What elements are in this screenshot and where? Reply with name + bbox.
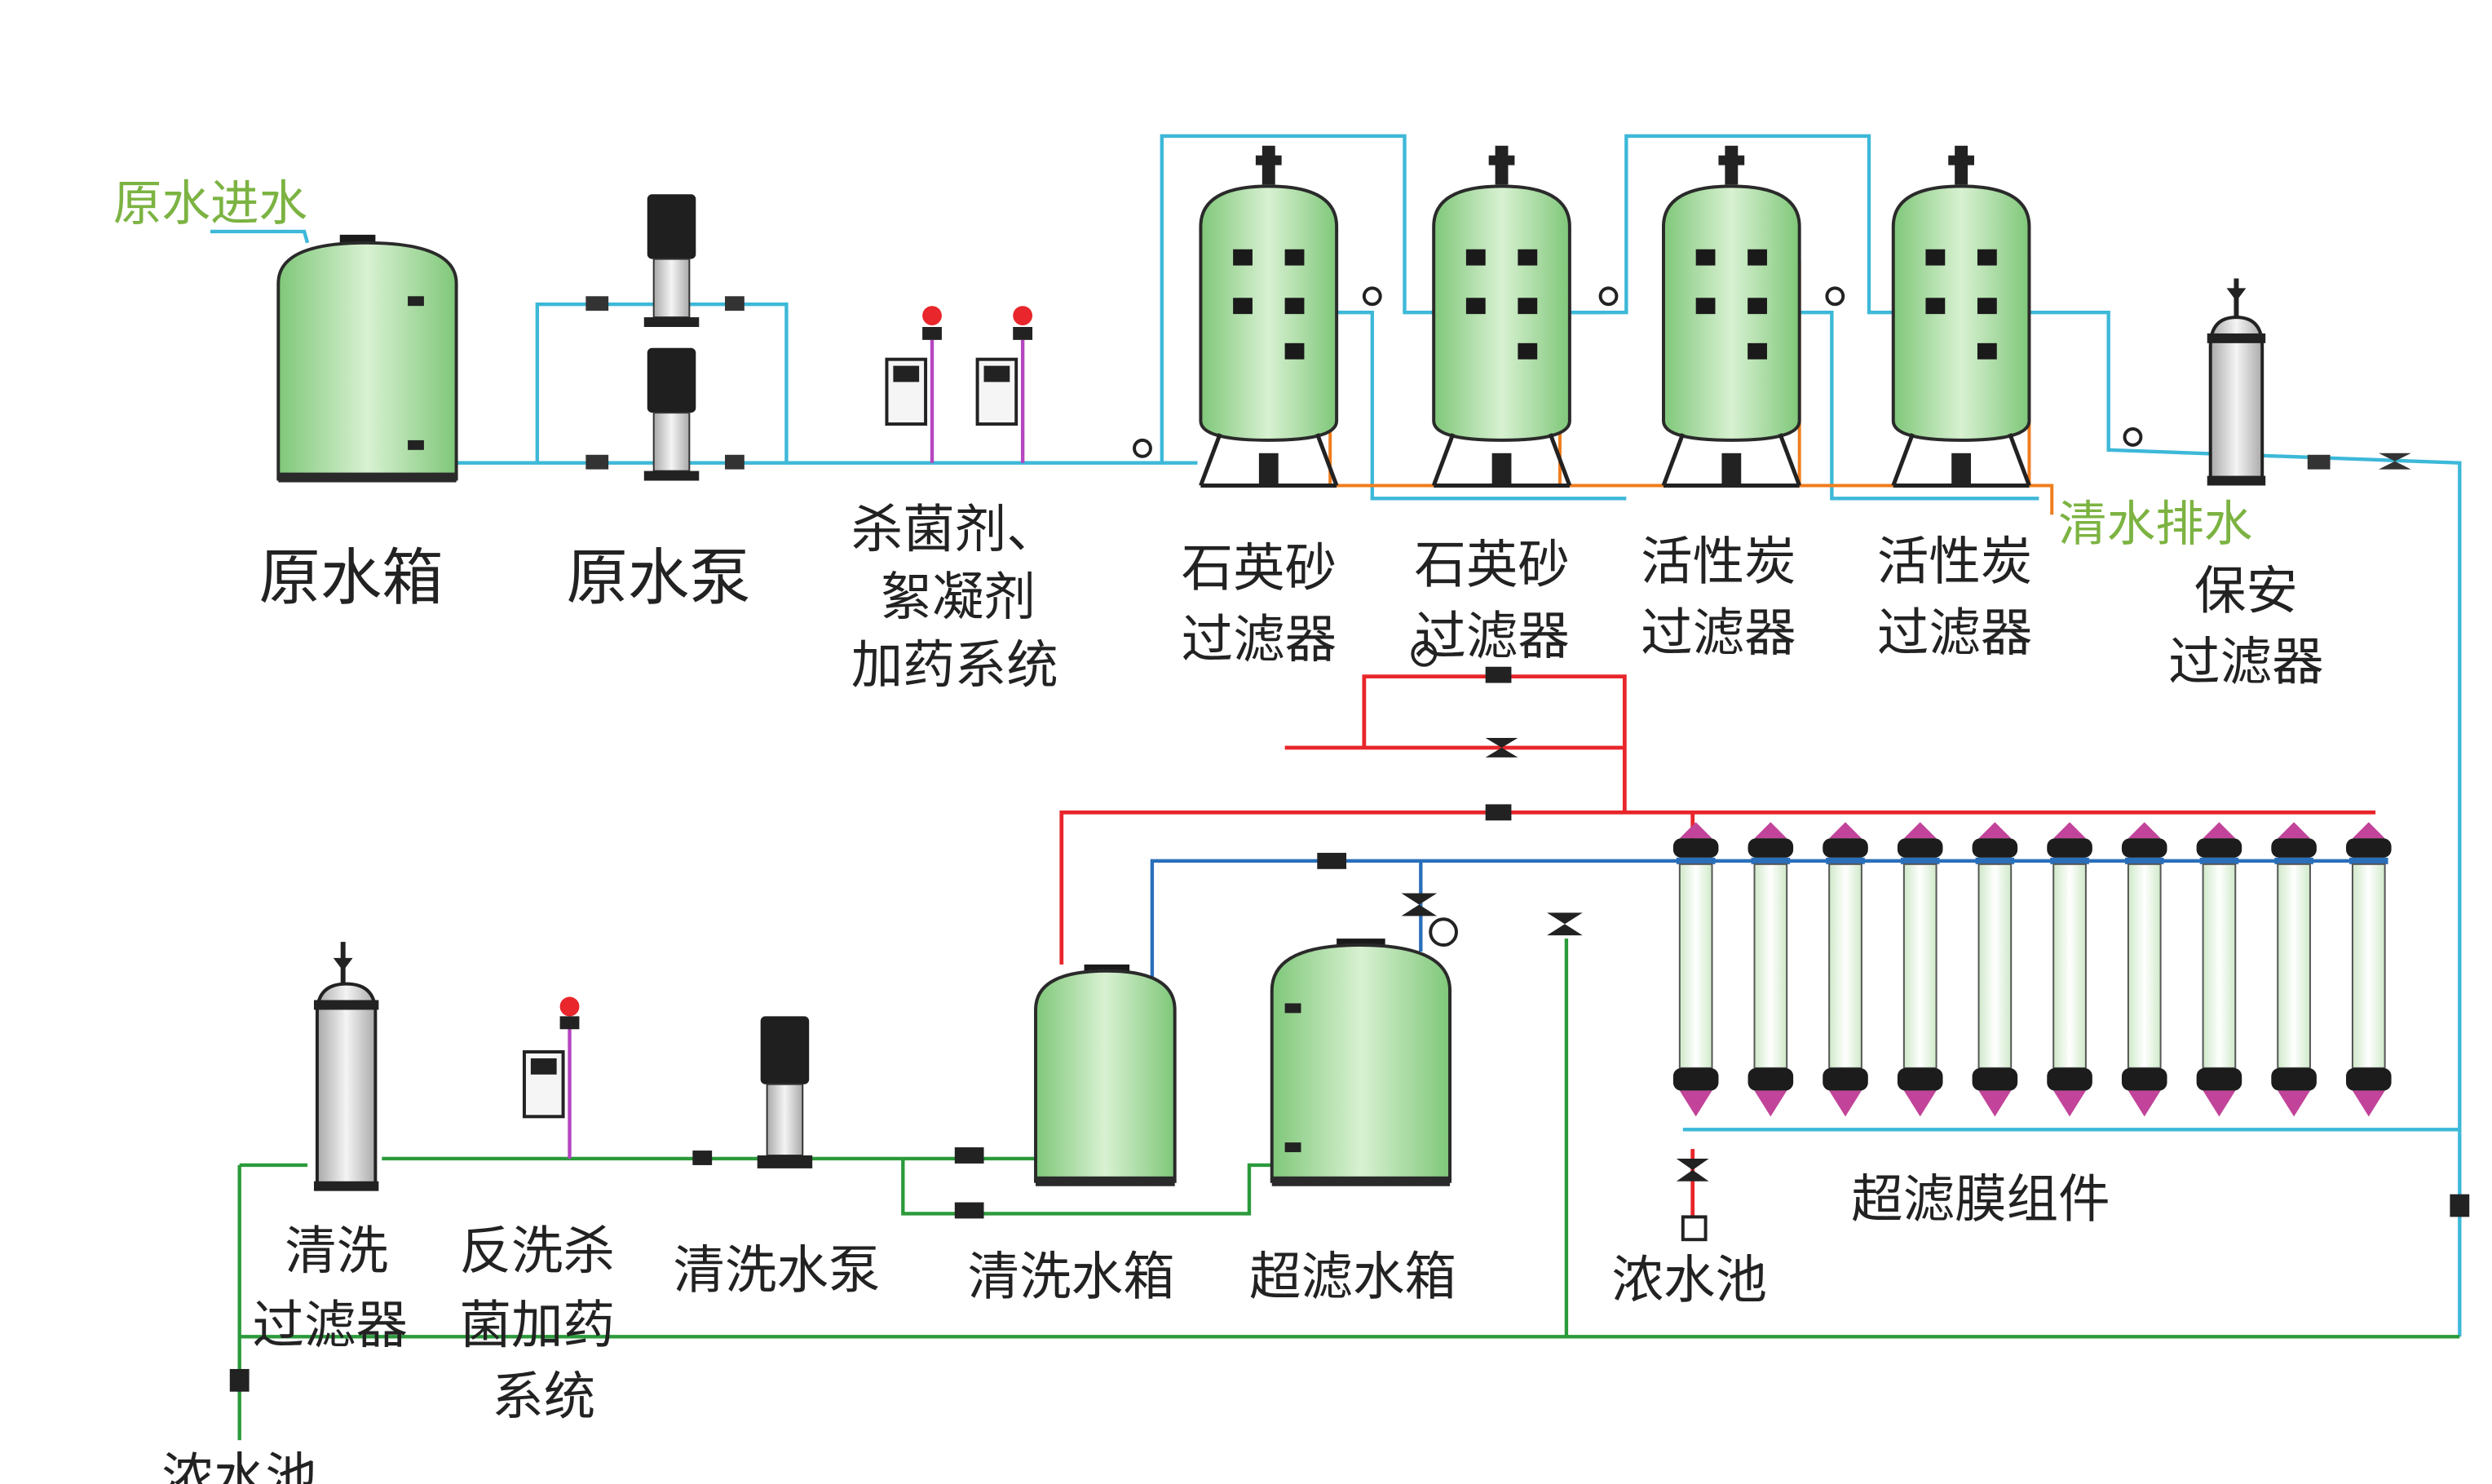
- backwash-label-c: 系统: [492, 1367, 595, 1427]
- carbon-filter-1-label-b: 过滤器: [1641, 603, 1796, 663]
- dosing-label-1: 杀菌剂、: [851, 499, 1058, 559]
- uf-membrane-icon: [1972, 822, 2018, 1117]
- quartz-filter-1-label-a: 石英砂: [1182, 538, 1337, 598]
- security-filter-label-b: 过滤器: [2168, 632, 2324, 692]
- pump-icon: [643, 194, 700, 327]
- dosing-label-2: 絮凝剂: [881, 567, 1036, 627]
- raw-pump-label: 原水泵: [567, 541, 751, 613]
- carbon-filter-1-label-a: 活性炭: [1641, 532, 1796, 592]
- gauge-icon: [1362, 286, 2143, 447]
- filter-vessel-icon: [1199, 145, 1339, 488]
- clear-drain-label: 清水排水: [2058, 497, 2252, 553]
- dosing-lines: [568, 339, 1025, 1159]
- dosing-label-3: 加药系统: [851, 635, 1058, 696]
- cleaning-pump: [757, 1016, 813, 1168]
- raw-tank-label: 原水箱: [259, 541, 444, 613]
- media-filters: [1199, 145, 2143, 488]
- backwash-label-b: 菌加药: [460, 1295, 616, 1355]
- uf-membrane-icon: [2196, 822, 2242, 1117]
- carbon-filter-2-label-a: 活性炭: [1877, 532, 2033, 592]
- uf-water-tank: [1270, 939, 1452, 1186]
- uf-membrane-icon: [1747, 822, 1794, 1117]
- raw-water-tank: [276, 234, 458, 483]
- filter-vessel-icon: [1661, 145, 1801, 488]
- dosing-system: [885, 306, 1152, 458]
- security-filter: [2207, 278, 2411, 486]
- cleaning-filter: [313, 942, 379, 1191]
- raw-water-pumps: [585, 194, 745, 481]
- labels: 原水进水 原水箱 原水泵 杀菌剂、 絮凝剂 加药系统 石英砂 过滤器 石英砂 过…: [113, 176, 2324, 1484]
- dosing-tank-icon: [885, 306, 942, 426]
- quartz-filter-1-label-b: 过滤器: [1182, 609, 1337, 669]
- concentrate-pool-mid-label: 浓水池: [1611, 1250, 1767, 1310]
- raw-water-pipes: [210, 134, 2462, 1337]
- carbon-filter-2-label-b: 过滤器: [1877, 603, 2033, 663]
- pump-icon: [643, 347, 700, 481]
- valve-icon: [2307, 453, 2411, 470]
- backwash-label-a: 反洗杀: [460, 1221, 616, 1281]
- cleaning-tank: [1034, 964, 1177, 1186]
- cleaning-filter-label-a: 清洗: [285, 1221, 388, 1281]
- cleaning-filter-label-b: 过滤器: [253, 1295, 409, 1355]
- uf-membrane-icon: [1672, 822, 1719, 1117]
- check-valve-icon: [585, 296, 745, 470]
- gauge-icon: [1133, 438, 1152, 458]
- backwash-dosing-system: [522, 996, 580, 1119]
- uf-membrane-icon: [2346, 822, 2392, 1117]
- uf-tank-label: 超滤水箱: [1249, 1247, 1456, 1307]
- security-filter-label-a: 保安: [2194, 560, 2298, 621]
- uf-membrane-icon: [1897, 822, 1943, 1117]
- quartz-filter-2-label-a: 石英砂: [1414, 535, 1570, 595]
- uf-module-label: 超滤膜组件: [1851, 1168, 2110, 1229]
- concentrate-pool-left-label: 浓水池: [161, 1447, 317, 1484]
- dosing-tank-icon: [975, 306, 1033, 426]
- cleaning-pump-label: 清洗水泵: [674, 1240, 881, 1301]
- raw-inlet-label: 原水进水: [113, 176, 307, 232]
- filter-vessel-icon: [1891, 145, 2031, 488]
- uf-membrane-icon: [2047, 822, 2092, 1117]
- uf-membrane-modules: [1672, 822, 2392, 1117]
- quartz-filter-2-label-b: 过滤器: [1414, 606, 1570, 666]
- uf-membrane-icon: [1823, 822, 1868, 1117]
- valves-middle: [229, 640, 2470, 1392]
- uf-membrane-icon: [2271, 822, 2317, 1117]
- filter-vessel-icon: [1431, 145, 1572, 488]
- cleaning-tank-label: 清洗水箱: [968, 1247, 1175, 1307]
- red-pipes: [1059, 674, 2376, 1217]
- uf-membrane-icon: [2121, 822, 2167, 1117]
